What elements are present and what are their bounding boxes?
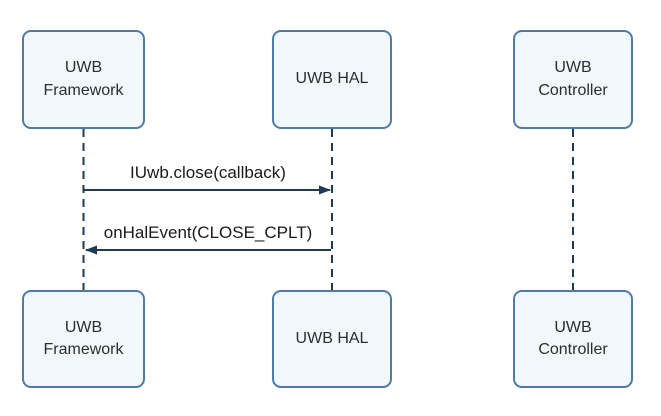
- actor-label: UWB Controller: [538, 318, 608, 358]
- actor-label: UWB Framework: [43, 318, 124, 358]
- message-label-iuwb-close: IUwb.close(callback): [130, 163, 286, 182]
- actor-label: UWB HAL: [295, 70, 369, 88]
- actor-box-uwb-controller-bottom: UWB Controller: [513, 290, 633, 388]
- actor-label: UWB Framework: [43, 59, 124, 99]
- message-label-onhalevent: onHalEvent(CLOSE_CPLT): [103, 223, 313, 242]
- actor-label: UWB Controller: [538, 59, 608, 99]
- actor-box-uwb-hal-bottom: UWB HAL: [272, 290, 392, 388]
- actor-box-uwb-hal-top: UWB HAL: [272, 30, 392, 129]
- actor-box-uwb-controller-top: UWB Controller: [513, 30, 633, 129]
- actor-label: UWB HAL: [295, 329, 369, 347]
- actor-box-uwb-framework-bottom: UWB Framework: [22, 290, 145, 388]
- actor-box-uwb-framework-top: UWB Framework: [22, 30, 145, 129]
